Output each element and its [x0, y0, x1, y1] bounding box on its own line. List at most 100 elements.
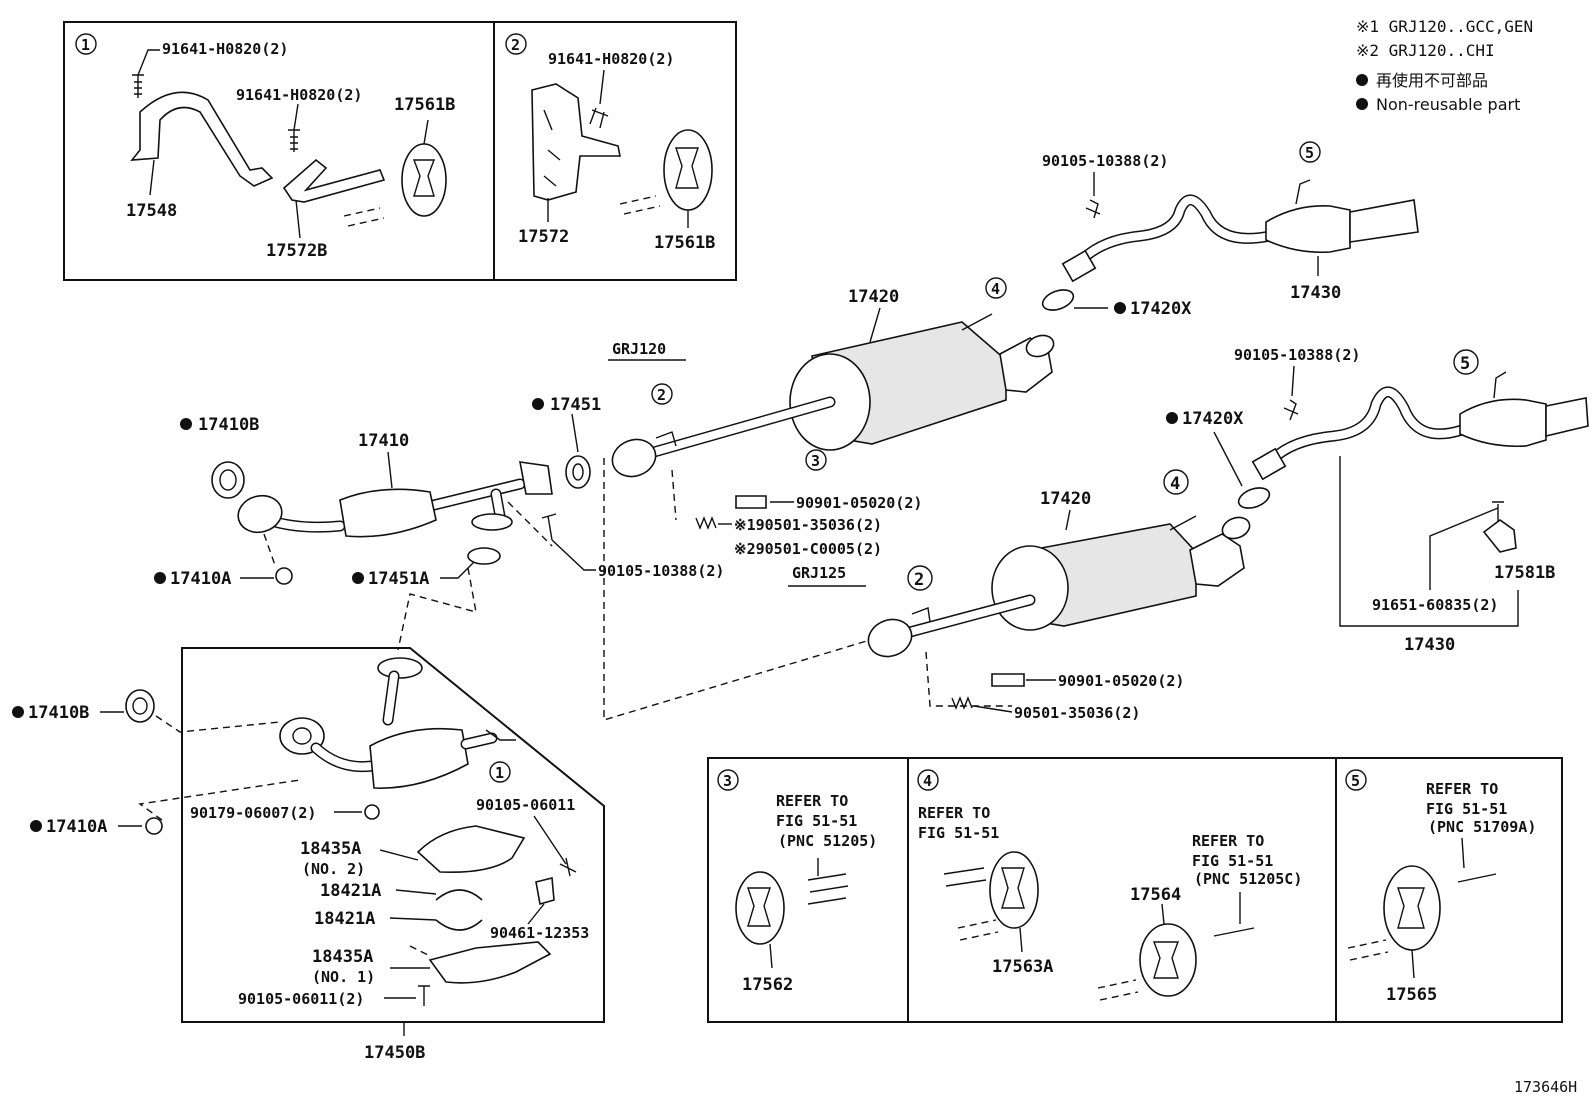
nut-17410A: [145, 817, 163, 835]
assembly-17450B: 17410B 17410A 1 90179-06007(2) 90105-060…: [12, 647, 605, 1063]
gasket-17420X-upper: [1041, 289, 1075, 311]
rubber-hole-icon: [1152, 941, 1180, 979]
nonreusable-dot-icon: [154, 572, 166, 584]
leader-line: [295, 199, 301, 239]
inset-1-bolt-b: 91641-H0820(2): [236, 86, 362, 104]
marker-2-upper: 2: [657, 386, 666, 404]
asm-nut-17410A-label: 17410A: [46, 817, 107, 837]
inset-2: 2 91641-H0820(2) 17572 17561B: [493, 21, 737, 281]
hanger-pin: [1169, 515, 1197, 531]
detail-4-marker: 4: [923, 772, 932, 790]
bolt-icon: [288, 129, 300, 152]
detail-3-marker: 3: [723, 772, 732, 790]
variant-grj120: GRJ120: [612, 340, 666, 358]
gasket-17420X-upper-label: 17420X: [1130, 299, 1192, 319]
mount-pin: [943, 867, 987, 887]
leader-line: [1429, 507, 1499, 590]
spring-lower-label: 90501-35036(2): [1014, 704, 1140, 722]
spring-icon: [695, 516, 717, 530]
inset-2-bolt: 91641-H0820(2): [548, 50, 674, 68]
inset-1-bolt-a: 91641-H0820(2): [162, 40, 288, 58]
outlet-flange-upper: [1025, 334, 1055, 358]
center-pipe-front-flange: [611, 438, 657, 478]
asm-catalytic-converter: [369, 727, 469, 789]
asm-marker-1: 1: [495, 764, 504, 782]
asm-clamp-b-label: 18421A: [314, 909, 375, 929]
detail-5-marker: 5: [1351, 772, 1360, 790]
marker-circle-icon: [907, 565, 933, 591]
pipe-hanger-bracket: [911, 607, 931, 623]
detail-5-pnc: (PNC 51709A): [1428, 818, 1536, 836]
leader-line: [389, 889, 437, 921]
mount-pin: [807, 897, 847, 905]
inset-2-frame: [493, 21, 737, 281]
leader-line: [293, 103, 299, 131]
marker-circle-icon: [1163, 469, 1189, 495]
asm-insulator-no1-sub: (NO. 1): [312, 968, 375, 986]
sensor-label: 17581B: [1494, 563, 1555, 583]
detail-4-part-b: 17564: [1130, 885, 1181, 905]
inset-1: 1 91641-H0820(2) 17548 91641-H0820(2) 17…: [63, 21, 495, 281]
nut-17410A-label: 17410A: [170, 569, 231, 589]
leader-line: [973, 705, 1013, 713]
outlet-flange-lower: [1221, 516, 1251, 540]
detail-3-fig: FIG 51-51: [776, 812, 857, 830]
inset-1-marker: 1: [81, 36, 90, 54]
figure-id: 173646H: [1514, 1078, 1577, 1096]
exhaust-sensor-17581B: [1482, 519, 1517, 553]
center-muffler-lower-group: 4 17420 2 GRJ125 90901-05020(2) 90501-35…: [603, 458, 1251, 722]
bracket-line: [1339, 456, 1519, 627]
asm-insulator-no2-label: 18435A: [300, 839, 361, 859]
asm-insulator-no1-label: 18435A: [312, 947, 373, 967]
center-pipe-front-flange: [867, 618, 913, 658]
legend-note-2: ※2 GRJ120..CHI: [1356, 41, 1495, 60]
front-pipe-outlet-flange: [519, 461, 553, 495]
leader-line: [571, 413, 579, 453]
tail-pipe-upper-group: 90105-10388(2) 5 17430 17420X: [1041, 141, 1419, 319]
hanger-rubber-17561B: [401, 143, 447, 217]
tail-muffler-lower: [1459, 398, 1547, 448]
asm-clamp-a-label: 18421A: [320, 881, 381, 901]
inset-2-marker: 2: [511, 36, 520, 54]
inset-1-hanger-rubber: 17561B: [394, 95, 455, 115]
inset-1-support-bracket: 17572B: [266, 241, 327, 261]
detail-4-fig-a: FIG 51-51: [918, 824, 999, 842]
detail-3-refer: REFER TO: [776, 792, 848, 810]
marker-circle-icon: [985, 277, 1007, 299]
detail-3-pnc: (PNC 51205): [778, 832, 877, 850]
bolt-icon: [418, 985, 430, 1006]
gasket-axis-hidden: [155, 715, 281, 733]
marker-circle-icon: [1345, 769, 1367, 791]
gasket-17420X-lower-label: 17420X: [1182, 409, 1244, 429]
detail-5-fig: FIG 51-51: [1426, 800, 1507, 818]
tail-tip-upper: [1349, 199, 1419, 243]
marker-3-upper: 3: [811, 452, 820, 470]
detail-4: 4 REFER TO FIG 51-51 17563A REFER TO FIG…: [907, 757, 1337, 1023]
mount-pin-hidden: [957, 919, 999, 941]
clip-90461: [535, 876, 555, 906]
asm-clip-label: 90461-12353: [490, 924, 589, 942]
asm-upper-flange: [377, 657, 423, 679]
mount-pin-hidden: [1347, 939, 1389, 961]
leader-line: [137, 49, 160, 76]
muffler-outlet-flange: [1189, 533, 1245, 587]
leader-line: [769, 943, 773, 969]
asm-inlet-pipe-inner: [312, 744, 376, 771]
bolt-front-label: 90105-10388(2): [598, 562, 724, 580]
marker-circle-icon: [917, 769, 939, 791]
spring-note-2: ※290501-C0005(2): [734, 540, 882, 558]
front-pipe-inlet-flange: [237, 494, 283, 534]
leader-line: [1019, 927, 1023, 953]
marker-circle-icon: [805, 449, 827, 471]
insulator-18435A-no1: [428, 941, 552, 984]
rubber-hole-icon: [1397, 887, 1425, 929]
bolt-center-lower-label: 90901-05020(2): [1058, 672, 1184, 690]
assembly-link-hidden: [603, 458, 871, 721]
front-pipe-label: 17410: [358, 431, 409, 451]
mount-pin-hidden: [343, 207, 385, 227]
gasket-17451A-label: 17451A: [368, 569, 429, 589]
leader-line: [1461, 837, 1465, 869]
leader-line: [440, 561, 475, 579]
hanger-rubber-17561B: [663, 129, 713, 211]
bolt-icon: [735, 495, 767, 509]
